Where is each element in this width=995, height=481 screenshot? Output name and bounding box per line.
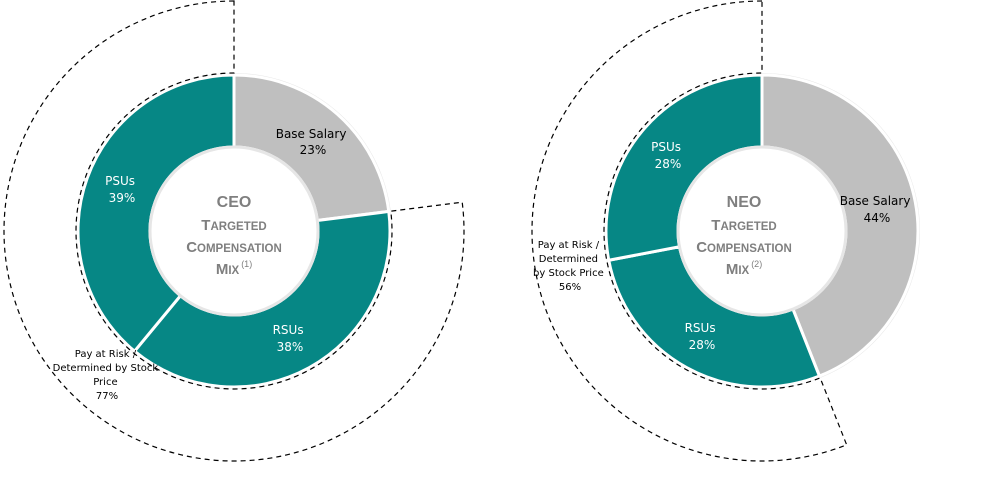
neo-pay-at-risk-bracket bbox=[531, 0, 848, 462]
ceo-base-salary-label: Base Salary 23% bbox=[276, 127, 351, 157]
neo-center-title-line3: COMPENSATION bbox=[696, 239, 792, 256]
ceo-psus-label: PSUs 39% bbox=[105, 174, 139, 205]
ceo-center-title-line4: MIX(1) bbox=[216, 259, 252, 278]
neo-psus-label: PSUs 28% bbox=[651, 140, 685, 171]
neo-rsus-label: RSUs 28% bbox=[685, 321, 720, 352]
ceo-center-title-line1: CEO bbox=[217, 194, 252, 211]
ceo-rsus-label: RSUs 38% bbox=[273, 323, 308, 354]
ceo-pay-at-risk-label: Pay at Risk / Determined by Stock Price … bbox=[53, 349, 162, 402]
neo-center-title-line4: MIX(2) bbox=[726, 259, 762, 278]
ceo-center-title-line3: COMPENSATION bbox=[186, 239, 282, 256]
neo-center-title-line1: NEO bbox=[727, 194, 762, 211]
ceo-center-title-line2: TARGETED bbox=[201, 217, 266, 234]
ceo-donut-chart: Base Salary 23% PSUs 39% RSUs 38% CEO TA… bbox=[3, 0, 465, 462]
ceo-donut-hole bbox=[148, 145, 320, 317]
neo-donut-chart: Base Salary 44% PSUs 28% RSUs 28% NEO TA… bbox=[531, 0, 920, 462]
neo-pay-at-risk-label: Pay at Risk / Determined by Stock Price … bbox=[533, 240, 607, 293]
neo-donut-hole bbox=[676, 145, 848, 317]
ceo-pay-at-risk-bracket bbox=[3, 0, 465, 462]
neo-center-title-line2: TARGETED bbox=[711, 217, 776, 234]
neo-base-salary-label: Base Salary 44% bbox=[840, 194, 915, 225]
